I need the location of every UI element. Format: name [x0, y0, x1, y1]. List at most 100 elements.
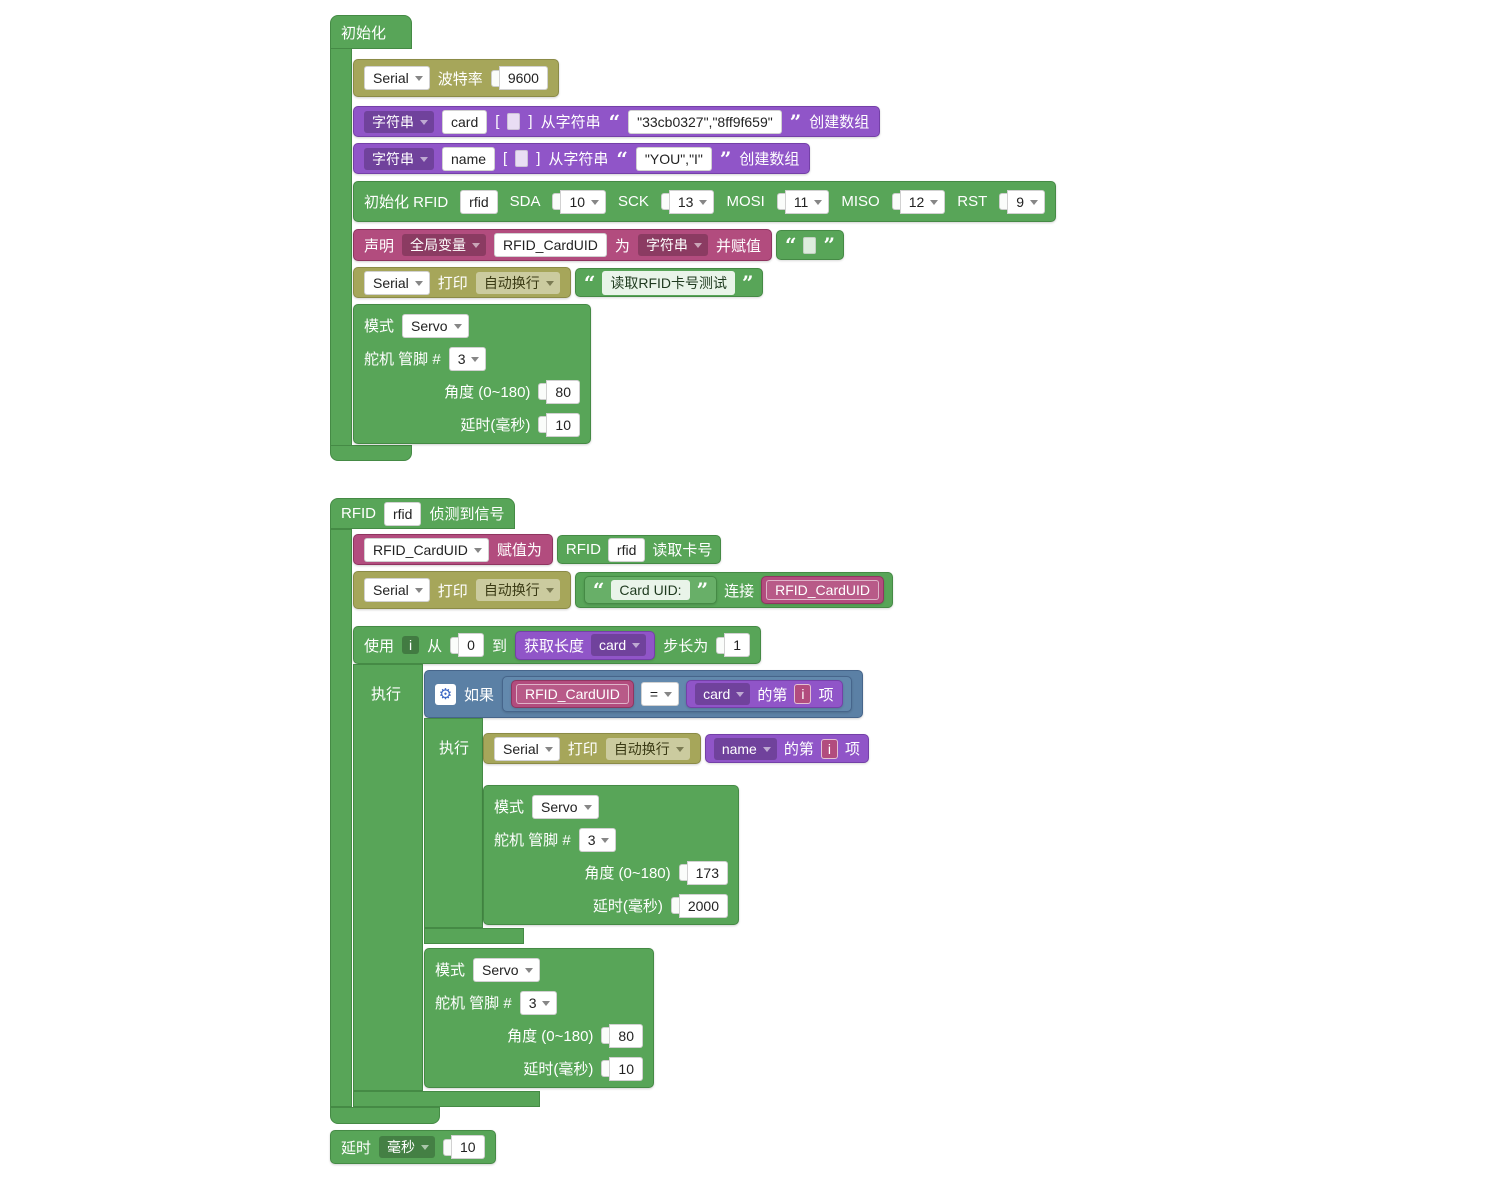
block-servo-reset[interactable]: 模式 Servo 舵机 管脚 # 3 角度 (0~180) 80 延时(毫秒) … [424, 948, 654, 1088]
servo-delay-row: 延时(毫秒) 10 [435, 1052, 643, 1085]
for-loop-spine[interactable]: 执行 [353, 664, 423, 1091]
block-serial-baud[interactable]: Serial 波特率 9600 [353, 59, 559, 97]
block-variable-carduid[interactable]: RFID_CardUID [761, 576, 884, 604]
serial-port-dropdown[interactable]: Serial [364, 66, 430, 90]
rfid-name-input[interactable]: rfid [384, 501, 422, 526]
block-declare-variable[interactable]: 声明 全局变量 RFID_CardUID 为 字符串 并赋值 [353, 229, 772, 261]
array-name-input[interactable]: name [442, 146, 496, 171]
block-rfid-event-hat[interactable]: RFID rfid 侦测到信号 [330, 498, 516, 529]
block-if[interactable]: ⚙ 如果 RFID_CardUID = card 的第 i 项 [424, 670, 863, 718]
block-rfid-init[interactable]: 初始化 RFID rfid SDA 10 SCK 13 MOSI 11 MISO… [353, 181, 1057, 222]
rfid-name-input[interactable]: rfid [607, 537, 646, 562]
variable-dropdown[interactable]: RFID_CardUID [766, 580, 879, 600]
block-serial-print[interactable]: Serial 打印 自动换行 [353, 267, 571, 298]
angle-input[interactable]: 80 [609, 1023, 643, 1048]
servo-pin-row: 舵机 管脚 # 3 [494, 823, 728, 856]
if-spine[interactable]: 执行 [424, 718, 483, 928]
block-variable-i[interactable]: i [794, 684, 812, 704]
serial-port-dropdown[interactable]: Serial [494, 736, 560, 761]
string-input[interactable]: Card UID: [611, 580, 690, 600]
servo-type-dropdown[interactable]: Servo [532, 794, 599, 819]
serial-port-dropdown[interactable]: Serial [364, 578, 430, 602]
newline-dropdown[interactable]: 自动换行 [475, 271, 560, 294]
rfid-init-label: 初始化 RFID [364, 194, 449, 211]
variable-name-input[interactable]: RFID_CardUID [494, 233, 607, 257]
newline-dropdown[interactable]: 自动换行 [605, 737, 690, 760]
length-array-dropdown[interactable]: card [590, 634, 647, 656]
block-string-test[interactable]: “ 读取RFID卡号测试 ” [574, 268, 763, 297]
servo-pin-dropdown[interactable]: 3 [578, 827, 617, 852]
from-input[interactable]: 0 [458, 633, 484, 657]
type-dropdown[interactable]: 字符串 [637, 234, 708, 256]
block-servo-open[interactable]: 模式 Servo 舵机 管脚 # 3 角度 (0~180) 173 延时(毫秒)… [483, 785, 739, 925]
pin-miso-dropdown[interactable]: 12 [899, 189, 946, 214]
block-for-loop[interactable]: 使用 i 从 0 到 获取长度 card 步长为 1 [353, 626, 762, 664]
variable-dropdown[interactable]: RFID_CardUID [364, 537, 489, 562]
block-empty-string[interactable]: “ ” [775, 230, 844, 260]
init-hat-label: 初始化 [341, 24, 387, 42]
servo-pin-dropdown[interactable]: 3 [519, 990, 558, 1015]
row-serial-print-test: Serial 打印 自动换行 “ 读取RFID卡号测试 ” [353, 267, 763, 298]
array-type-dropdown[interactable]: 字符串 [364, 110, 434, 133]
do-label: 执行 [439, 740, 470, 757]
block-compare[interactable]: RFID_CardUID = card 的第 i 项 [502, 676, 852, 712]
servo-pin-row: 舵机 管脚 # 3 [364, 342, 580, 375]
delay-input[interactable]: 2000 [678, 893, 728, 918]
block-serial-print[interactable]: Serial 打印 自动换行 [353, 571, 571, 609]
array-type-dropdown[interactable]: 字符串 [364, 147, 434, 170]
block-servo-setup[interactable]: 模式 Servo 舵机 管脚 # 3 角度 (0~180) 80 延时(毫秒) … [353, 304, 591, 444]
pin-sda-dropdown[interactable]: 10 [560, 189, 607, 214]
angle-input[interactable]: 173 [686, 860, 728, 885]
block-set-variable[interactable]: RFID_CardUID 赋值为 [353, 534, 553, 565]
block-variable-i[interactable]: i [820, 738, 838, 759]
step-input[interactable]: 1 [724, 633, 751, 657]
servo-type-dropdown[interactable]: Servo [402, 313, 469, 338]
rfid-event-spine[interactable] [330, 529, 352, 1107]
pin-sck-dropdown[interactable]: 13 [668, 189, 715, 214]
block-serial-print[interactable]: Serial 打印 自动换行 [483, 733, 701, 764]
block-delay[interactable]: 延时 毫秒 10 [330, 1130, 496, 1164]
servo-pin-dropdown[interactable]: 3 [448, 346, 487, 371]
block-array-name[interactable]: 字符串 name [ ] 从字符串 “ "YOU","I" ” 创建数组 [353, 143, 811, 174]
variable-dropdown[interactable]: RFID_CardUID [516, 684, 629, 704]
if-footer[interactable] [424, 928, 524, 944]
for-loop-footer[interactable] [353, 1091, 540, 1107]
pin-mosi-dropdown[interactable]: 11 [784, 189, 830, 214]
array-name-input[interactable]: card [442, 109, 488, 134]
newline-dropdown[interactable]: 自动换行 [475, 579, 560, 601]
serial-port-dropdown[interactable]: Serial [364, 270, 430, 295]
servo-type-dropdown[interactable]: Servo [473, 957, 540, 982]
string-input[interactable]: 读取RFID卡号测试 [602, 270, 735, 295]
block-variable-carduid[interactable]: RFID_CardUID [511, 680, 634, 708]
block-list-item-name[interactable]: name 的第 i 项 [704, 734, 869, 763]
angle-input[interactable]: 80 [546, 379, 580, 404]
delay-unit-dropdown[interactable]: 毫秒 [379, 1136, 436, 1158]
list-dropdown[interactable]: name [713, 737, 777, 760]
block-length-of[interactable]: 获取长度 card [514, 630, 656, 660]
value-plug [601, 1027, 610, 1044]
block-rfid-read-card[interactable]: RFID rfid 读取卡号 [556, 535, 722, 564]
init-footer[interactable] [330, 445, 412, 461]
rfid-event-footer[interactable] [330, 1107, 440, 1124]
loop-variable-field[interactable]: i [402, 636, 420, 654]
delay-input[interactable]: 10 [451, 1135, 485, 1159]
rfid-name-input[interactable]: rfid [460, 189, 498, 214]
delay-input[interactable]: 10 [546, 412, 580, 437]
block-list-item-card[interactable]: card 的第 i 项 [686, 680, 843, 708]
init-spine[interactable] [330, 48, 352, 446]
pin-rst-dropdown[interactable]: 9 [1007, 189, 1046, 214]
gear-icon[interactable]: ⚙ [435, 683, 456, 705]
block-array-card[interactable]: 字符串 card [ ] 从字符串 “ "33cb0327","8ff9f659… [353, 106, 881, 137]
delay-input[interactable]: 10 [609, 1056, 643, 1081]
block-init-hat[interactable]: 初始化 [330, 15, 412, 49]
compare-op-dropdown[interactable]: = [640, 682, 680, 706]
quote-close: ” [742, 270, 754, 295]
scope-dropdown[interactable]: 全局变量 [402, 234, 487, 256]
block-join[interactable]: “ Card UID: ” 连接 RFID_CardUID [574, 572, 893, 608]
block-string-uid[interactable]: “ Card UID: ” [583, 576, 718, 604]
array-values-input[interactable]: "YOU","I" [635, 146, 712, 171]
list-dropdown[interactable]: card [695, 683, 751, 705]
baud-input[interactable]: 9600 [498, 66, 548, 90]
array-values-input[interactable]: "33cb0327","8ff9f659" [628, 109, 782, 134]
